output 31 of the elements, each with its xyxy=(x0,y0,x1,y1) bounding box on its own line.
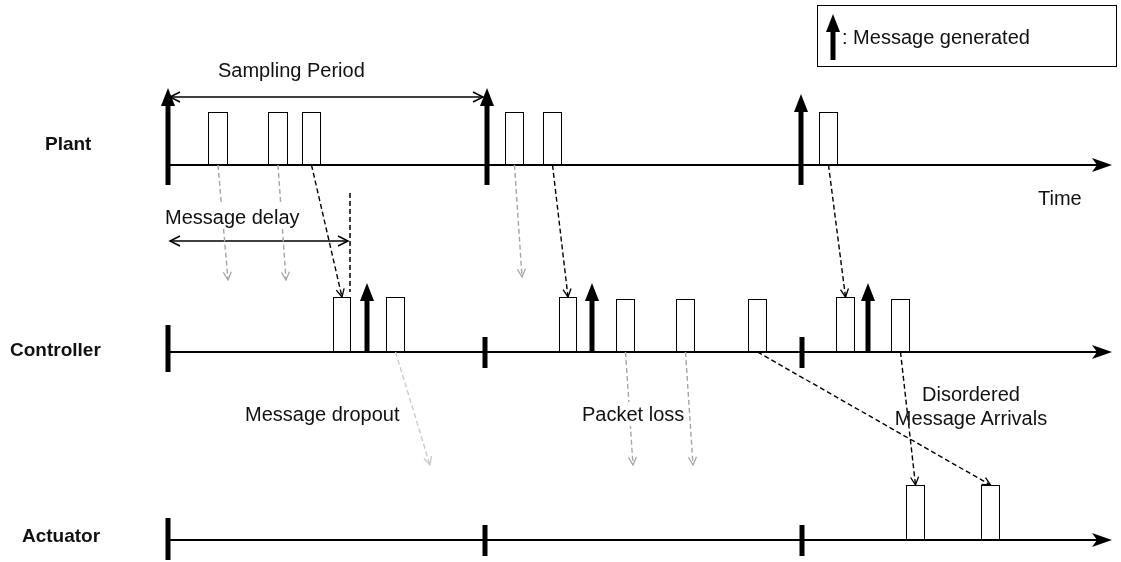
message-pulse xyxy=(386,297,405,352)
annotation-text: Message delay xyxy=(165,205,300,229)
dashed-arrow xyxy=(217,164,232,281)
message-pulse xyxy=(676,299,695,352)
message-pulse xyxy=(906,485,925,540)
dashed-arrow xyxy=(551,164,572,298)
annotation-text: Disordered Message Arrivals xyxy=(893,382,1049,430)
dashed-arrow xyxy=(624,351,638,466)
message-pulse xyxy=(302,112,321,165)
message-pulse xyxy=(268,112,288,165)
message-pulse xyxy=(543,112,562,165)
message-pulse xyxy=(748,299,767,352)
legend-text: : Message generated xyxy=(842,25,1030,49)
message-pulse xyxy=(616,299,635,352)
message-pulse xyxy=(891,299,910,352)
dashed-arrow xyxy=(394,351,433,466)
dashed-arrow xyxy=(756,351,992,486)
dashed-arrow xyxy=(684,351,698,466)
message-pulse xyxy=(505,112,524,165)
dashed-arrow xyxy=(277,164,291,281)
message-pulse xyxy=(208,112,228,165)
annotation-text: Packet loss xyxy=(582,402,685,426)
message-pulse xyxy=(819,112,838,165)
dashed-arrow xyxy=(827,164,850,298)
message-pulse xyxy=(333,297,351,352)
dashed-arrow xyxy=(513,164,527,278)
dashed-arrow xyxy=(310,164,345,298)
message-pulse xyxy=(981,485,1000,540)
dashed-arrow xyxy=(899,351,920,486)
message-pulse xyxy=(836,297,855,352)
message-pulse xyxy=(559,297,577,352)
